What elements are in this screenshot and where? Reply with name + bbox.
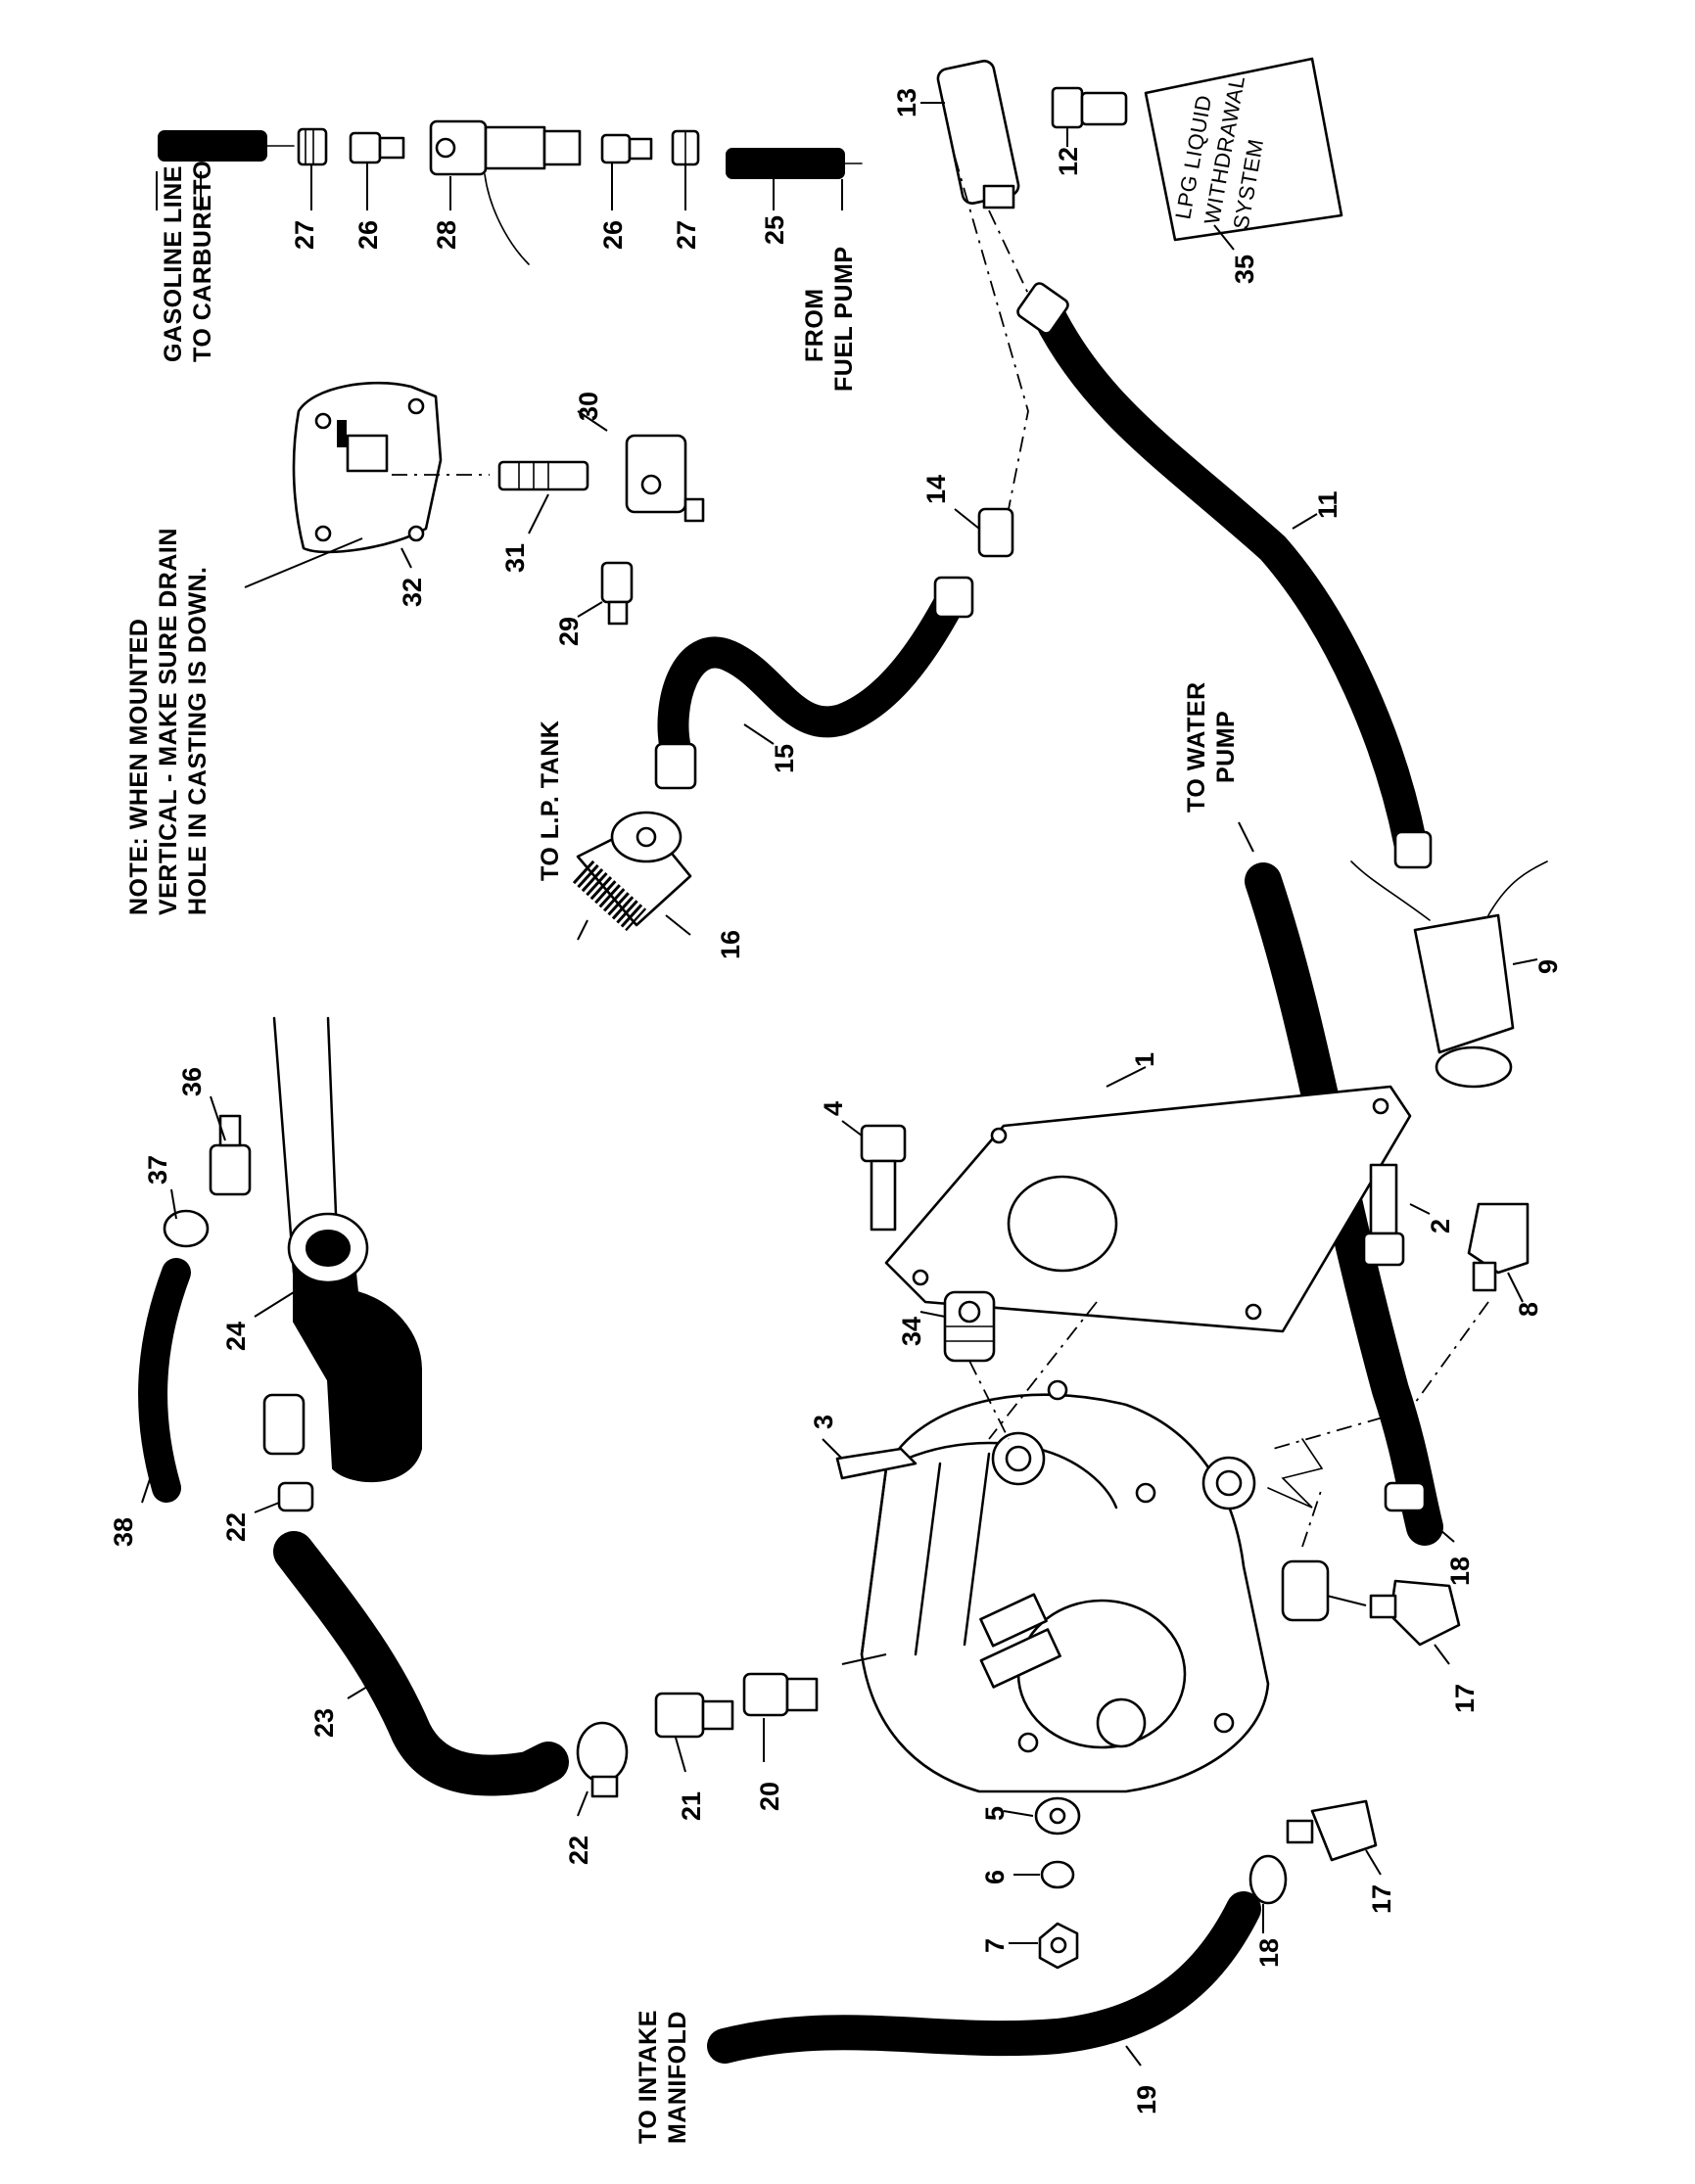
label-from-fuel-pump: FROM FUEL PUMP	[801, 247, 858, 393]
hose-adapter-24	[287, 1212, 422, 1483]
callout-34: 34	[897, 1317, 926, 1346]
solenoid-13	[936, 60, 1020, 209]
svg-text:NOTE: WHEN MOUNTED: NOTE: WHEN MOUNTED	[125, 619, 153, 915]
callout-28: 28	[432, 220, 461, 250]
svg-text:TO CARBURETOR: TO CARBURETOR	[189, 142, 216, 362]
gasoline-line-hose	[158, 130, 295, 162]
adapter-21	[654, 1692, 734, 1739]
tee-fitting-30	[625, 434, 705, 523]
svg-text:PUMP: PUMP	[1212, 711, 1240, 783]
nut-7	[1038, 1922, 1079, 1970]
callout-31: 31	[500, 543, 530, 573]
callout-15: 15	[770, 744, 799, 773]
callout-19: 19	[1132, 2085, 1161, 2114]
svg-text:GASOLINE LINE: GASOLINE LINE	[160, 165, 187, 362]
callout-37: 37	[143, 1155, 172, 1185]
callout-8: 8	[1514, 1302, 1543, 1317]
fitting-29	[600, 561, 634, 626]
svg-text:TO INTAKE: TO INTAKE	[635, 2010, 662, 2144]
callout-18-right: 18	[1445, 1557, 1475, 1586]
callout-36: 36	[177, 1067, 207, 1096]
bolt-4	[860, 1124, 907, 1231]
mounting-cover-32	[292, 381, 443, 554]
callout-20: 20	[755, 1782, 784, 1811]
washer-5	[1034, 1796, 1081, 1835]
callout-27-left: 27	[290, 220, 319, 250]
fitting-20	[742, 1672, 819, 1717]
label-lp-tank: TO L.P. TANK	[537, 720, 564, 881]
fitting-36	[209, 1114, 252, 1196]
fuel-valve-28	[429, 119, 582, 265]
callout-2: 2	[1426, 1219, 1455, 1233]
callout-35: 35	[1230, 255, 1259, 284]
callout-18-lower: 18	[1254, 1938, 1284, 1968]
clamp-18-lower	[1248, 1854, 1288, 1905]
clamp-18-right	[1384, 1481, 1427, 1512]
svg-text:TO L.P. TANK: TO L.P. TANK	[537, 720, 564, 881]
callout-23: 23	[309, 1708, 339, 1738]
callout-22-upper: 22	[221, 1512, 251, 1542]
callout-12: 12	[1054, 147, 1083, 176]
callout-13: 13	[892, 88, 921, 117]
callout-6: 6	[980, 1870, 1010, 1884]
filter-16	[572, 811, 692, 932]
fitting-26-left	[349, 131, 405, 164]
switch-9	[1350, 860, 1548, 1089]
label-intake-manifold: TO INTAKE MANIFOLD	[635, 2010, 691, 2144]
mounting-plate-1	[884, 1085, 1412, 1333]
callout-1: 1	[1130, 1052, 1159, 1067]
svg-text:VERTICAL - MAKE SURE DRAIN: VERTICAL - MAKE SURE DRAIN	[155, 528, 182, 915]
callout-29: 29	[554, 617, 584, 646]
callout-16: 16	[716, 930, 745, 959]
callout-30: 30	[574, 392, 603, 421]
clamp-37	[163, 1209, 210, 1248]
callout-38: 38	[109, 1517, 138, 1547]
elbow-17-lower	[1286, 1799, 1378, 1862]
elbow-8	[1467, 1202, 1530, 1292]
hose-clamp-27-left	[297, 127, 328, 166]
callout-21: 21	[677, 1791, 706, 1821]
callout-26-left: 26	[353, 220, 383, 250]
callout-32: 32	[398, 578, 427, 607]
callout-9: 9	[1533, 959, 1563, 974]
svg-text:FROM: FROM	[801, 288, 828, 362]
vaporizer-regulator-3	[835, 1379, 1330, 1793]
callout-5: 5	[980, 1806, 1010, 1821]
callout-7: 7	[980, 1938, 1010, 1953]
callout-17-right: 17	[1450, 1684, 1480, 1713]
callout-25: 25	[760, 215, 789, 245]
clamp-22-upper	[277, 1481, 314, 1512]
svg-text:MANIFOLD: MANIFOLD	[664, 2011, 691, 2144]
clamp-22-lower	[576, 1721, 629, 1798]
callout-26-right: 26	[598, 220, 628, 250]
elbow-17-right	[1369, 1579, 1461, 1647]
callout-11: 11	[1313, 490, 1342, 519]
hose-clamp-27-right	[671, 129, 700, 166]
decal-35	[1144, 57, 1343, 242]
label-gasoline-line: GASOLINE LINE TO CARBURETOR	[160, 142, 216, 362]
lockwasher-6	[1040, 1860, 1075, 1889]
nipple-31	[497, 460, 589, 491]
adapter-elbow	[262, 1393, 306, 1456]
callout-24: 24	[221, 1322, 251, 1351]
fitting-14	[977, 507, 1014, 558]
fitting-26-right	[600, 133, 653, 164]
bolt-2	[1362, 1163, 1405, 1267]
fuel-pump-hose-25	[726, 148, 863, 179]
callout-27-right: 27	[672, 220, 701, 250]
plug-34	[943, 1290, 996, 1363]
svg-text:TO WATER: TO WATER	[1183, 681, 1210, 813]
callout-4: 4	[819, 1101, 848, 1116]
connector-12	[1051, 86, 1128, 129]
label-mount-note: NOTE: WHEN MOUNTED VERTICAL - MAKE SURE …	[125, 528, 212, 915]
svg-text:HOLE IN CASTING IS DOWN.: HOLE IN CASTING IS DOWN.	[184, 567, 212, 915]
callout-3: 3	[809, 1415, 838, 1429]
svg-text:FUEL PUMP: FUEL PUMP	[830, 247, 858, 393]
callout-17-lower: 17	[1367, 1884, 1396, 1914]
callout-22-lower: 22	[564, 1835, 593, 1865]
callout-14: 14	[921, 475, 951, 504]
label-water-pump: TO WATER PUMP	[1183, 681, 1240, 813]
